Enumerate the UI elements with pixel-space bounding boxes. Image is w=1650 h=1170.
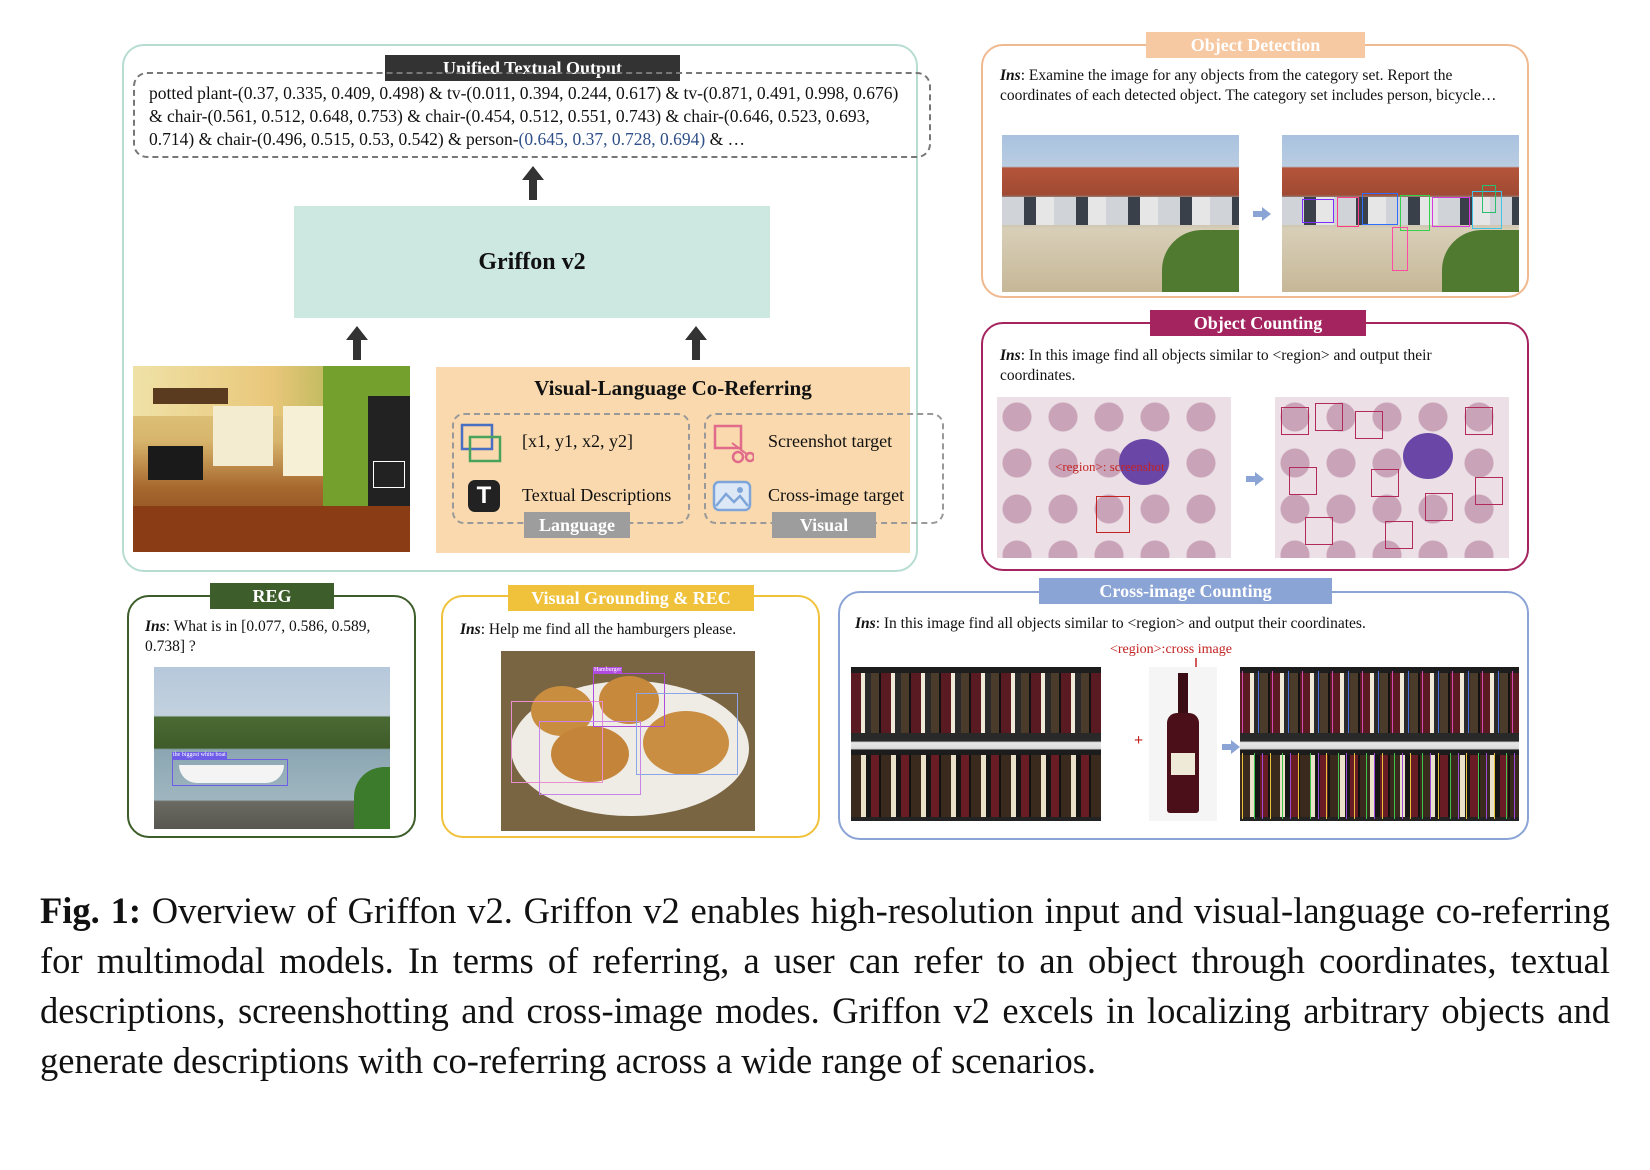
grounding-box-label: Hamburger	[593, 667, 623, 674]
caption-text: Overview of Griffon v2. Griffon v2 enabl…	[40, 890, 1610, 1081]
ins-label: Ins	[1000, 67, 1021, 84]
counting-input-image: <region>: screenshot	[997, 397, 1231, 558]
visual-tag: Visual	[772, 512, 876, 538]
ins-text: : Help me find all the hamburgers please…	[480, 621, 737, 638]
ins-text: : In this image find all objects similar…	[875, 615, 1366, 632]
shelf-input-image	[851, 667, 1101, 821]
ins-label: Ins	[1000, 347, 1021, 364]
region-label: <region>: screenshot	[1055, 459, 1165, 474]
detection-instruction: Ins: Examine the image for any objects f…	[1000, 66, 1510, 106]
ins-text: : What is in [0.077, 0.586, 0.589, 0.738…	[145, 618, 371, 655]
detection-input-image	[1002, 135, 1239, 292]
counting-output-image	[1275, 397, 1509, 558]
ins-label: Ins	[145, 618, 166, 635]
coord-label: [x1, y1, x2, y2]	[522, 431, 633, 451]
model-name: Griffon v2	[478, 248, 586, 275]
ins-label: Ins	[460, 621, 481, 638]
figure-caption: Fig. 1: Overview of Griffon v2. Griffon …	[40, 886, 1610, 1086]
output-text-box: potted plant-(0.37, 0.335, 0.409, 0.498)…	[133, 72, 931, 158]
reg-box	[172, 759, 288, 786]
ins-label: Ins	[855, 615, 876, 632]
arrow-right-icon	[1253, 207, 1271, 226]
counting-tag: Object Counting	[1150, 310, 1366, 336]
arrow-up-icon	[685, 326, 707, 365]
shelf-output-image	[1240, 667, 1519, 821]
counting-instruction: Ins: In this image find all objects simi…	[1000, 346, 1510, 386]
region-box	[1096, 496, 1130, 533]
language-tag: Language	[524, 512, 630, 538]
detection-output-image	[1282, 135, 1519, 292]
arrow-up-icon	[522, 166, 544, 205]
detection-tag: Object Detection	[1146, 32, 1365, 58]
output-text-highlight: (0.645, 0.37, 0.728, 0.694)	[518, 129, 706, 149]
reg-box-label: the biggest white boat	[172, 752, 227, 759]
ins-text: : In this image find all objects similar…	[1000, 347, 1432, 384]
grounding-tag: Visual Grounding & REC	[508, 585, 754, 611]
reg-tag: REG	[210, 583, 334, 609]
screenshot-icon	[712, 423, 756, 470]
arrow-right-icon	[1246, 472, 1264, 491]
coref-title: Visual-Language Co-Referring	[534, 376, 812, 400]
caption-label: Fig. 1:	[40, 890, 141, 931]
model-box: Griffon v2	[294, 206, 770, 318]
text-t-icon: T	[468, 480, 500, 512]
screenshot-label: Screenshot target	[768, 431, 893, 451]
cross-instruction: Ins: In this image find all objects simi…	[855, 614, 1515, 634]
wine-bottle-image	[1149, 667, 1217, 821]
output-text: potted plant-(0.37, 0.335, 0.409, 0.498)…	[149, 83, 899, 149]
living-room-image	[133, 366, 410, 552]
output-text-tail: & …	[705, 129, 746, 149]
grounding-image: Hamburger	[501, 651, 755, 831]
plus-sign: +	[1134, 732, 1144, 749]
grounding-instruction: Ins: Help me find all the hamburgers ple…	[460, 620, 810, 640]
reg-instruction: Ins: What is in [0.077, 0.586, 0.589, 0.…	[145, 617, 405, 657]
cross-region-label: <region>:cross image	[1110, 642, 1232, 657]
image-icon	[712, 478, 754, 521]
ins-text: : Examine the image for any objects from…	[1000, 67, 1497, 104]
coordinate-box-icon	[460, 423, 502, 470]
arrow-up-icon	[346, 326, 368, 365]
crossimage-label: Cross-image target	[768, 485, 905, 505]
cross-tag: Cross-image Counting	[1039, 578, 1332, 604]
arrow-right-icon	[1222, 740, 1240, 759]
reg-image: the biggest white boat	[154, 667, 390, 829]
textual-label: Textual Descriptions	[522, 485, 672, 505]
